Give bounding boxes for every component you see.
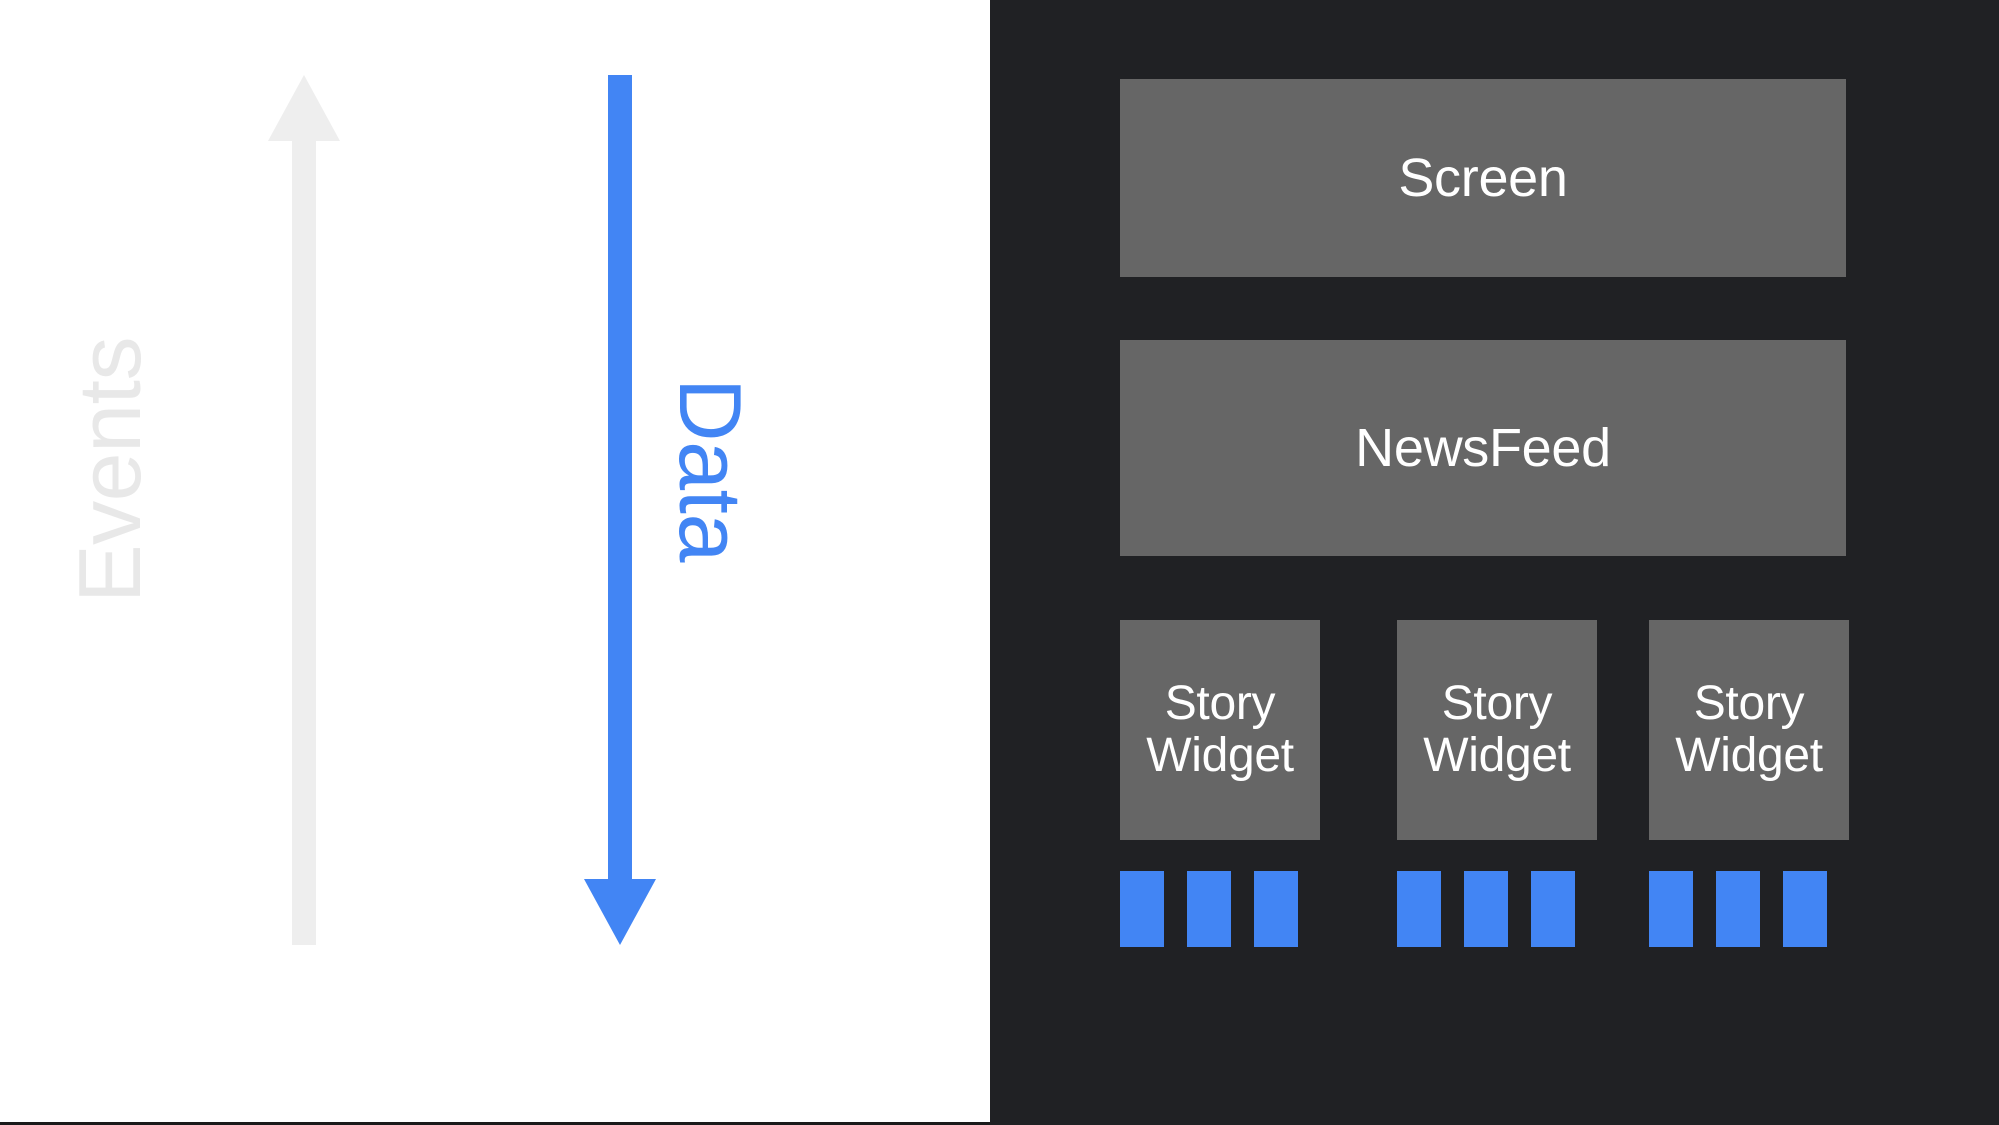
leaf-node[interactable] <box>1254 871 1298 947</box>
leaf-node[interactable] <box>1187 871 1231 947</box>
leaf-node-group <box>1649 871 1827 947</box>
node-story-widget[interactable]: Story Widget <box>1397 620 1597 840</box>
node-screen[interactable]: Screen <box>1120 79 1846 277</box>
leaf-node[interactable] <box>1649 871 1693 947</box>
bottom-divider <box>0 1122 990 1125</box>
events-flow-label: Events <box>0 330 220 610</box>
node-story-widget-line2: Widget <box>1146 729 1294 782</box>
node-story-widget-line1: Story <box>1164 677 1276 731</box>
flow-legend-panel: Events Data <box>0 0 990 1125</box>
leaf-node[interactable] <box>1716 871 1760 947</box>
leaf-node-group <box>1397 871 1575 947</box>
leaf-node-group <box>1120 871 1298 947</box>
node-screen-label: Screen <box>1398 147 1568 208</box>
node-story-widget[interactable]: Story Widget <box>1649 620 1849 840</box>
data-arrow-icon <box>584 75 656 945</box>
node-newsfeed-label: NewsFeed <box>1355 417 1611 478</box>
leaf-node[interactable] <box>1120 871 1164 947</box>
leaf-node[interactable] <box>1397 871 1441 947</box>
leaf-node[interactable] <box>1464 871 1508 947</box>
node-story-widget-label: Story Widget <box>1423 678 1571 782</box>
node-story-widget-label: Story Widget <box>1146 678 1294 782</box>
node-story-widget[interactable]: Story Widget <box>1120 620 1320 840</box>
events-flow-label-text: Events <box>60 336 159 604</box>
data-flow-label-text: Data <box>661 378 761 562</box>
node-story-widget-line1: Story <box>1693 677 1805 731</box>
node-newsfeed[interactable]: NewsFeed <box>1120 340 1846 556</box>
node-story-widget-label: Story Widget <box>1675 678 1823 782</box>
events-arrow-icon <box>268 75 340 945</box>
leaf-node[interactable] <box>1531 871 1575 947</box>
widget-tree-panel: Screen NewsFeed Story Widget Story Widge… <box>990 0 1999 1125</box>
node-story-widget-line2: Widget <box>1675 729 1823 782</box>
node-story-widget-line2: Widget <box>1423 729 1571 782</box>
leaf-node[interactable] <box>1783 871 1827 947</box>
data-flow-label: Data <box>620 330 800 610</box>
node-story-widget-line1: Story <box>1441 677 1553 731</box>
